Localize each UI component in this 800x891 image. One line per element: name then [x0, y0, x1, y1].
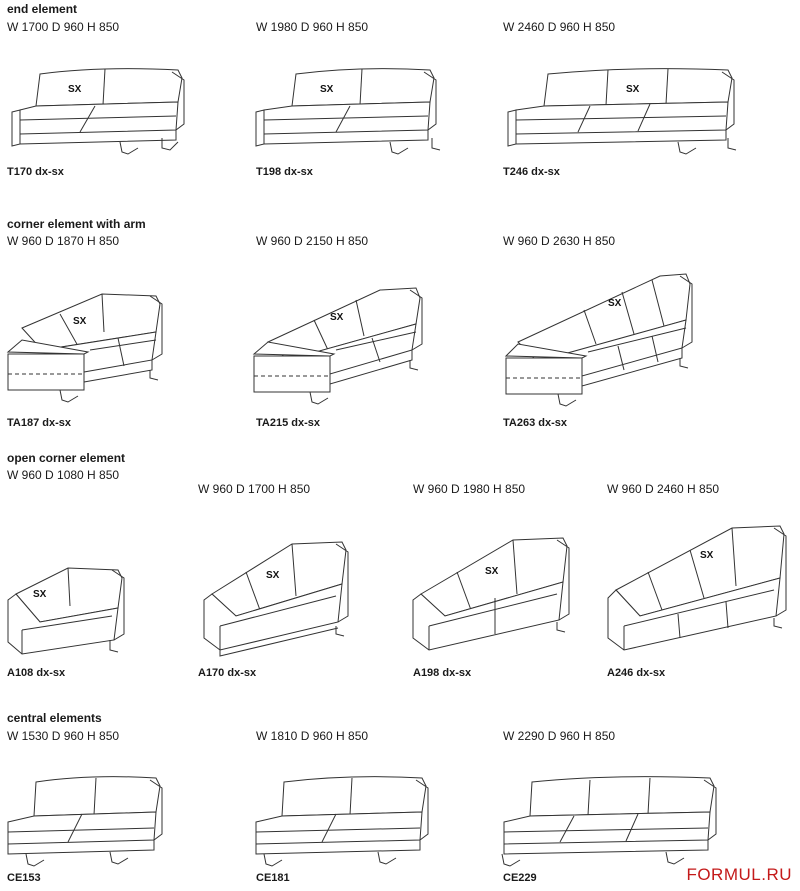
section-title-end-element: end element — [7, 2, 78, 16]
dims-a108: W 960 D 1080 H 850 — [7, 468, 120, 482]
sofa-drawing-ce181 — [250, 770, 450, 870]
sx-label: SX — [330, 312, 344, 323]
dims-t246: W 2460 D 960 H 850 — [503, 20, 616, 34]
sx-label: SX — [33, 589, 47, 600]
section-title-central-elements: central elements — [7, 711, 102, 725]
code-a246: A246 dx-sx — [607, 667, 666, 679]
code-ce153: CE153 — [7, 872, 41, 884]
code-ce229: CE229 — [503, 872, 537, 884]
sofa-drawing-ce229 — [498, 770, 728, 870]
sx-label: SX — [626, 84, 640, 95]
code-t198: T198 dx-sx — [256, 166, 313, 178]
dims-ce181: W 1810 D 960 H 850 — [256, 729, 369, 743]
code-t246: T246 dx-sx — [503, 166, 560, 178]
sofa-drawing-ta215: SX — [250, 280, 450, 410]
dims-t170: W 1700 D 960 H 850 — [7, 20, 120, 34]
code-t170: T170 dx-sx — [7, 166, 64, 178]
sx-label: SX — [320, 84, 334, 95]
dims-a198: W 960 D 1980 H 850 — [413, 482, 526, 496]
section-title-corner-element-with-arm: corner element with arm — [7, 217, 146, 231]
dims-a246: W 960 D 2460 H 850 — [607, 482, 720, 496]
sx-label: SX — [266, 570, 280, 581]
dims-a170: W 960 D 1700 H 850 — [198, 482, 311, 496]
sofa-drawing-t198: SX — [250, 60, 450, 170]
code-ta187: TA187 dx-sx — [7, 417, 71, 429]
sofa-drawing-ta263: SX — [500, 270, 710, 410]
code-ce181: CE181 — [256, 872, 290, 884]
dims-ce153: W 1530 D 960 H 850 — [7, 729, 120, 743]
sofa-drawing-a198: SX — [405, 532, 585, 657]
dims-ta187: W 960 D 1870 H 850 — [7, 234, 120, 248]
code-a170: A170 dx-sx — [198, 667, 257, 679]
code-ta215: TA215 dx-sx — [256, 417, 320, 429]
code-a108: A108 dx-sx — [7, 667, 66, 679]
sx-label: SX — [700, 550, 714, 561]
dims-ta215: W 960 D 2150 H 850 — [256, 234, 369, 248]
sx-label: SX — [73, 316, 87, 327]
sofa-drawing-t246: SX — [500, 60, 750, 170]
sofa-drawing-ta187: SX — [0, 280, 200, 410]
sofa-drawing-ce153 — [0, 770, 180, 870]
sofa-drawing-a170: SX — [196, 538, 366, 658]
dims-t198: W 1980 D 960 H 850 — [256, 20, 369, 34]
dims-ta263: W 960 D 2630 H 850 — [503, 234, 616, 248]
sx-label: SX — [68, 84, 82, 95]
sofa-drawing-a108: SX — [0, 560, 140, 660]
sx-label: SX — [608, 298, 622, 309]
section-title-open-corner-element: open corner element — [7, 451, 126, 465]
sofa-drawing-a246: SX — [600, 522, 800, 657]
code-a198: A198 dx-sx — [413, 667, 472, 679]
sofa-drawing-t170: SX — [0, 60, 200, 170]
code-ta263: TA263 dx-sx — [503, 417, 567, 429]
watermark: FORMUL.RU — [686, 865, 792, 884]
sx-label: SX — [485, 566, 499, 577]
dims-ce229: W 2290 D 960 H 850 — [503, 729, 616, 743]
